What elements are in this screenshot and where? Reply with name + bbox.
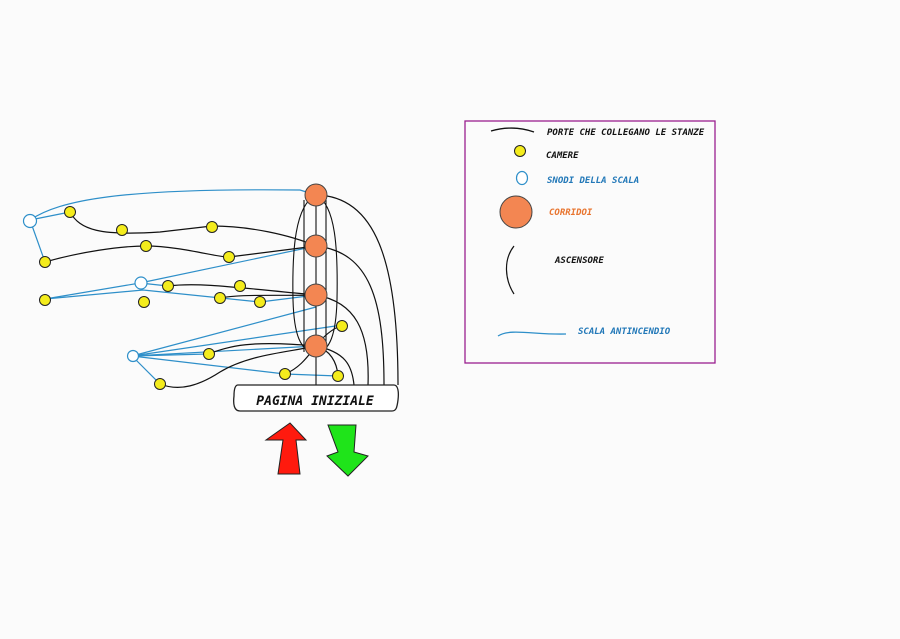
room bbox=[336, 320, 348, 332]
legend-label-corridors: CORRIDOI bbox=[549, 208, 593, 218]
legend-label-stair-nodes: SNODI DELLA SCALA bbox=[547, 176, 639, 186]
room bbox=[203, 348, 215, 360]
fire-escape-lines bbox=[29, 189, 343, 385]
room bbox=[162, 280, 174, 292]
legend-box bbox=[464, 120, 716, 364]
rooms bbox=[39, 206, 348, 390]
room bbox=[234, 280, 246, 292]
legend-door-symbol bbox=[490, 127, 535, 133]
fire-escape-line bbox=[44, 289, 317, 303]
door-line bbox=[167, 284, 317, 296]
legend-label-doors: PORTE CHE COLLEGANO LE STANZE bbox=[547, 128, 705, 138]
door-line bbox=[159, 345, 317, 388]
door-line bbox=[315, 294, 369, 386]
fire-escape-line bbox=[131, 355, 339, 377]
room bbox=[39, 294, 51, 306]
door-line bbox=[69, 211, 317, 247]
home-page-label: PAGINA INIZIALE bbox=[256, 394, 374, 409]
fire-escape-line bbox=[131, 345, 317, 357]
fire-escape-line bbox=[131, 306, 317, 357]
corridor bbox=[304, 283, 328, 307]
legend-stair-node-symbol bbox=[515, 170, 529, 186]
room bbox=[138, 296, 150, 308]
door-line bbox=[315, 194, 399, 386]
room bbox=[206, 221, 218, 233]
door-line bbox=[219, 294, 317, 299]
room bbox=[154, 378, 166, 390]
fire-escape-line bbox=[29, 189, 317, 221]
stair-nodes bbox=[22, 213, 148, 363]
home-page-box-outline bbox=[233, 384, 400, 412]
legend: PORTE CHE COLLEGANO LE STANZE CAMERE SNO… bbox=[464, 120, 716, 364]
fire-escape-line bbox=[131, 324, 343, 357]
room bbox=[254, 296, 266, 308]
room bbox=[116, 224, 128, 236]
door-line bbox=[207, 342, 317, 355]
fire-escape-line bbox=[139, 245, 317, 284]
door-lines bbox=[44, 194, 399, 388]
fire-escape-line bbox=[131, 353, 209, 357]
legend-fire-escape-symbol bbox=[497, 331, 567, 337]
stair-node bbox=[126, 349, 140, 363]
legend-elevator-symbol bbox=[505, 245, 515, 295]
legend-label-rooms: CAMERE bbox=[546, 151, 579, 161]
room bbox=[214, 292, 226, 304]
room bbox=[39, 256, 51, 268]
legend-room-symbol bbox=[514, 145, 526, 157]
corridor bbox=[304, 183, 328, 207]
door-line bbox=[315, 245, 385, 386]
corridor bbox=[304, 334, 328, 358]
legend-label-elevator: ASCENSORE bbox=[554, 256, 604, 266]
home-page-box[interactable]: PAGINA INIZIALE bbox=[233, 384, 400, 412]
legend-corridor-symbol bbox=[499, 195, 533, 229]
elevator-line bbox=[315, 194, 338, 356]
room bbox=[279, 368, 291, 380]
arrow-up-icon[interactable] bbox=[264, 422, 308, 475]
room bbox=[223, 251, 235, 263]
corridor bbox=[304, 234, 328, 258]
room bbox=[332, 370, 344, 382]
corridors bbox=[304, 183, 328, 358]
legend-label-fire-escape: SCALA ANTINCENDIO bbox=[578, 327, 671, 337]
stair-node bbox=[22, 213, 38, 229]
arrow-down-icon[interactable] bbox=[326, 424, 369, 477]
fire-escape-line bbox=[44, 282, 141, 300]
stair-node bbox=[134, 276, 148, 290]
room bbox=[140, 240, 152, 252]
room bbox=[64, 206, 76, 218]
elevator-line bbox=[292, 194, 317, 356]
